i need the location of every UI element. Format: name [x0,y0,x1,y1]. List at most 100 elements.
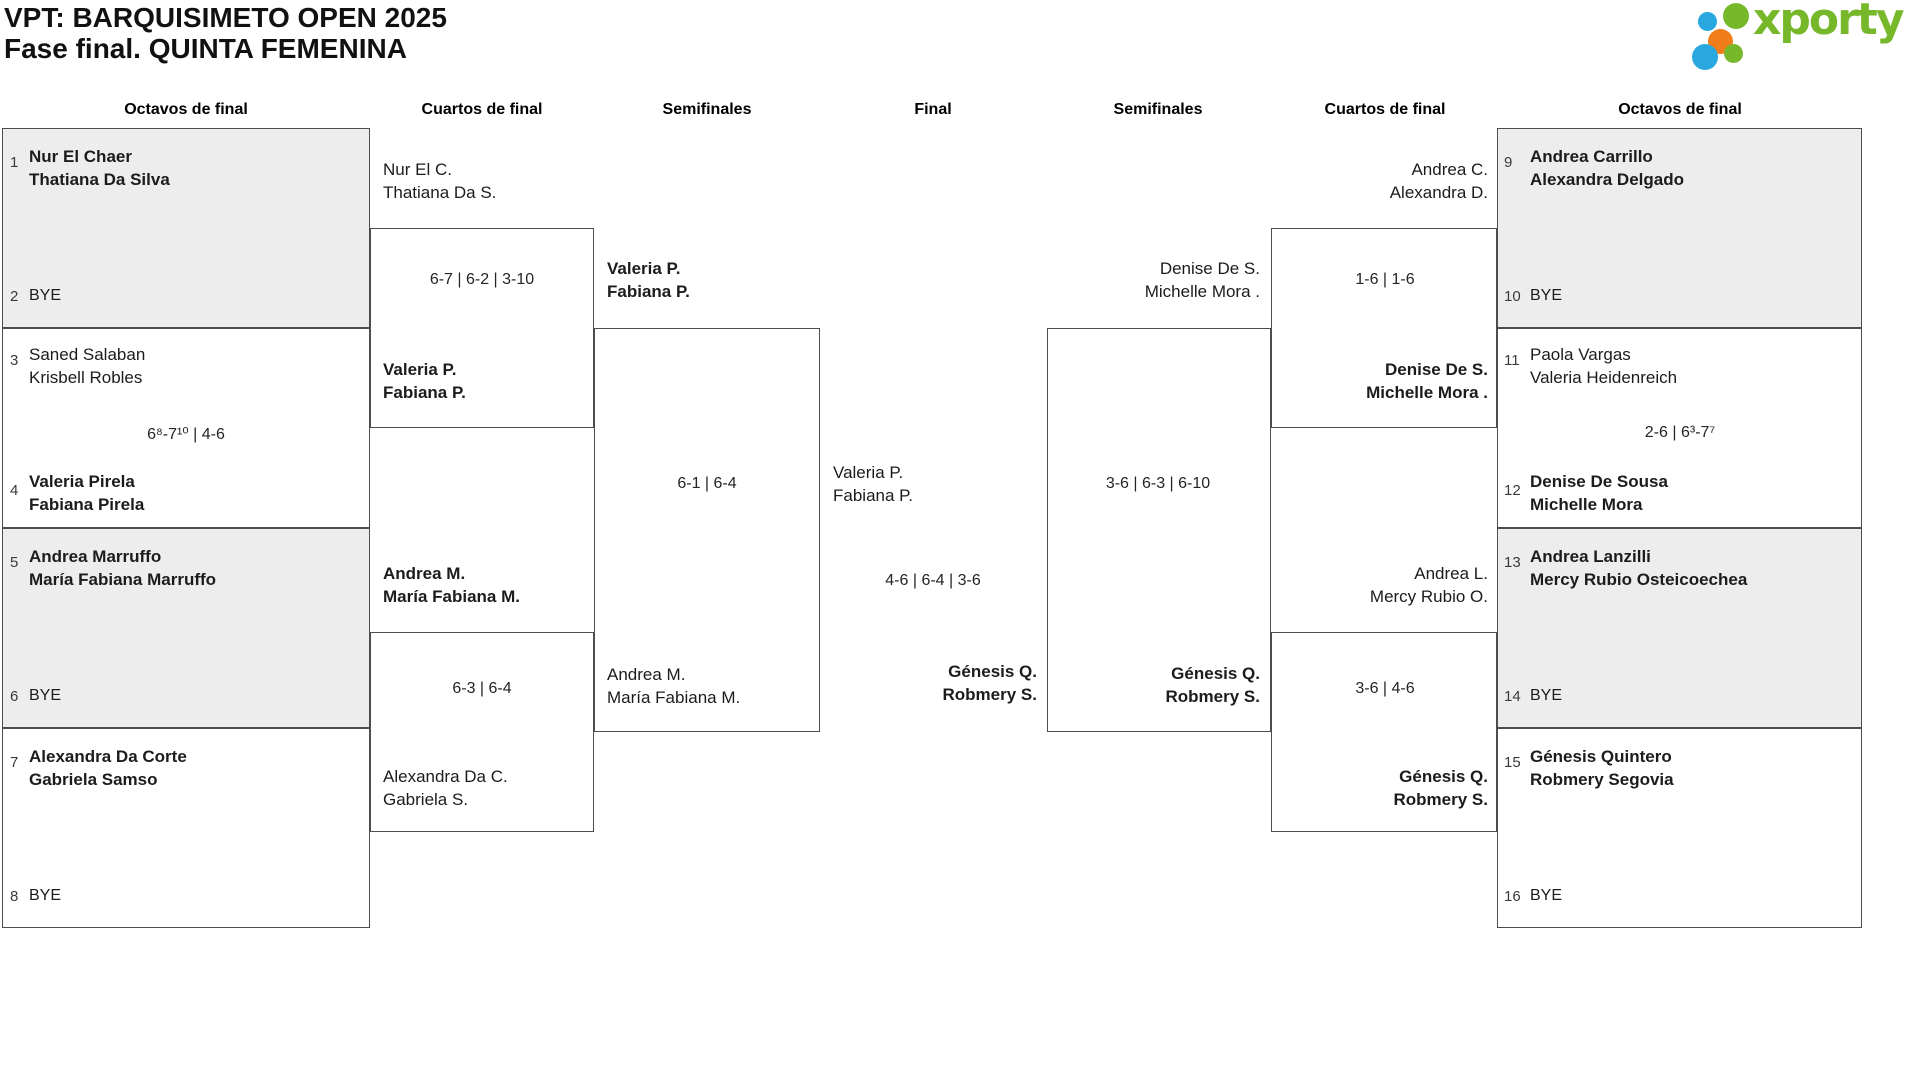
match-box-cuartos-right-1[interactable] [1271,228,1497,428]
seed-number: 8 [10,888,19,905]
logo-dot-green-large [1723,3,1749,29]
match-score: 2-6 | 6³-7⁷ [1644,424,1716,441]
round-header-octavos-left: Octavos de final [124,101,248,118]
round-header-cuartos-left: Cuartos de final [421,101,543,118]
participant-team: Saned Salaban Krisbell Robles [29,343,145,389]
seed-number: 14 [1504,688,1521,705]
bye-label: BYE [29,887,62,904]
player-name: Robmery S. [1165,687,1260,706]
player-name: María Fabiana M. [607,688,741,707]
player-name: Andrea M. [607,665,686,684]
participant-team: Génesis Q. Robmery S. [1166,662,1260,708]
match-box-semi-right[interactable] [1047,328,1271,732]
match-box-semi-left[interactable] [594,328,820,732]
seed-number: 1 [10,154,19,171]
logo-dot-blue-small [1698,12,1717,31]
player-name: Andrea C. [1411,160,1488,179]
player-name: Saned Salaban [29,345,146,364]
player-name: Mercy Rubio O. [1369,587,1488,606]
player-name: Michelle Mora [1530,495,1643,514]
page-title: VPT: BARQUISIMETO OPEN 2025 [4,2,447,33]
seed-number: 5 [10,554,19,571]
player-name: Fabiana Pirela [29,495,145,514]
player-name: Valeria P. [383,360,457,379]
participant-team: Denise De S. Michelle Mora . [1145,257,1260,303]
participant-team: Andrea M. María Fabiana M. [383,562,520,608]
bye-label: BYE [29,687,62,704]
participant-team: Andrea L. Mercy Rubio O. [1370,562,1488,608]
participant-team: Paola Vargas Valeria Heidenreich [1530,343,1677,389]
match-box-octavos-right-1[interactable] [1497,128,1862,328]
player-name: Robmery S. [1393,790,1488,809]
match-box-octavos-right-2[interactable] [1497,328,1862,528]
match-box-octavos-right-3[interactable] [1497,528,1862,728]
player-name: Andrea L. [1414,564,1488,583]
player-name: Génesis Quintero [1530,747,1672,766]
player-name: Génesis Q. [1171,664,1260,683]
participant-team: Nur El C. Thatiana Da S. [383,158,496,204]
player-name: Valeria P. [833,463,904,482]
player-name: María Fabiana Marruffo [29,570,217,589]
participant-team: Denise De S. Michelle Mora . [1366,358,1488,404]
seed-number: 13 [1504,554,1521,571]
player-name: Krisbell Robles [29,368,143,387]
player-name: Gabriela Samso [29,770,158,789]
logo-dot-blue-large [1692,44,1718,70]
player-name: Andrea M. [383,564,466,583]
player-name: Michelle Mora . [1144,282,1260,301]
participant-team: Valeria P. Fabiana P. [383,358,466,404]
participant-team: Andrea Carrillo Alexandra Delgado [1530,145,1684,191]
match-box-cuartos-right-2[interactable] [1271,632,1497,832]
participant-team: Valeria P. Fabiana P. [607,257,690,303]
round-header-octavos-right: Octavos de final [1618,101,1742,118]
player-name: Nur El C. [383,160,452,179]
player-name: Alexandra Delgado [1530,170,1684,189]
match-box-octavos-right-4[interactable] [1497,728,1862,928]
logo-wordmark: xporty [1753,0,1905,45]
match-box-octavos-left-1[interactable] [2,128,370,328]
match-score: 6⁸-7¹⁰ | 4-6 [147,426,225,443]
match-box-octavos-left-2[interactable] [2,328,370,528]
bye-label: BYE [29,287,62,304]
seed-number: 10 [1504,288,1521,305]
player-name: Fabiana P. [383,383,466,402]
participant-team: Andrea Lanzilli Mercy Rubio Osteicoechea [1530,545,1747,591]
player-name: Alexandra D. [1389,183,1488,202]
player-name: Denise De Sousa [1530,472,1668,491]
player-name: Fabiana P. [833,486,914,505]
player-name: Gabriela S. [383,790,469,809]
bye-label: BYE [1530,687,1563,704]
match-box-octavos-left-4[interactable] [2,728,370,928]
player-name: Robmery Segovia [1530,770,1674,789]
round-header-semi-right: Semifinales [1113,101,1203,118]
match-score: 4-6 | 6-4 | 3-6 [885,572,981,589]
participant-team: Andrea M. María Fabiana M. [607,663,740,709]
logo-dot-green-small [1724,44,1743,63]
participant-team: Génesis Q. Robmery S. [1394,765,1488,811]
round-header-semi-left: Semifinales [662,101,752,118]
player-name: Denise De S. [1385,360,1488,379]
match-score: 1-6 | 1-6 [1355,271,1415,288]
seed-number: 3 [10,352,19,369]
player-name: Andrea Carrillo [1530,147,1653,166]
round-header-cuartos-right: Cuartos de final [1324,101,1446,118]
match-box-cuartos-left-1[interactable] [370,228,594,428]
participant-team: Andrea C. Alexandra D. [1390,158,1488,204]
player-name: María Fabiana M. [383,587,520,606]
match-box-octavos-left-3[interactable] [2,528,370,728]
participant-team: Nur El Chaer Thatiana Da Silva [29,145,170,191]
player-name: Alexandra Da C. [383,767,508,786]
xporty-logo[interactable]: xporty [1688,0,1916,70]
bye-label: BYE [1530,887,1563,904]
player-name: Michelle Mora . [1366,383,1488,402]
match-score: 3-6 | 6-3 | 6-10 [1105,475,1211,492]
match-box-cuartos-left-2[interactable] [370,632,594,832]
match-score: 6-7 | 6-2 | 3-10 [429,271,535,288]
player-name: Valeria Heidenreich [1530,368,1678,387]
player-name: Fabiana P. [607,282,690,301]
participant-team: Alexandra Da Corte Gabriela Samso [29,745,187,791]
seed-number: 12 [1504,482,1521,499]
seed-number: 4 [10,482,19,499]
participant-team: Valeria Pirela Fabiana Pirela [29,470,144,516]
